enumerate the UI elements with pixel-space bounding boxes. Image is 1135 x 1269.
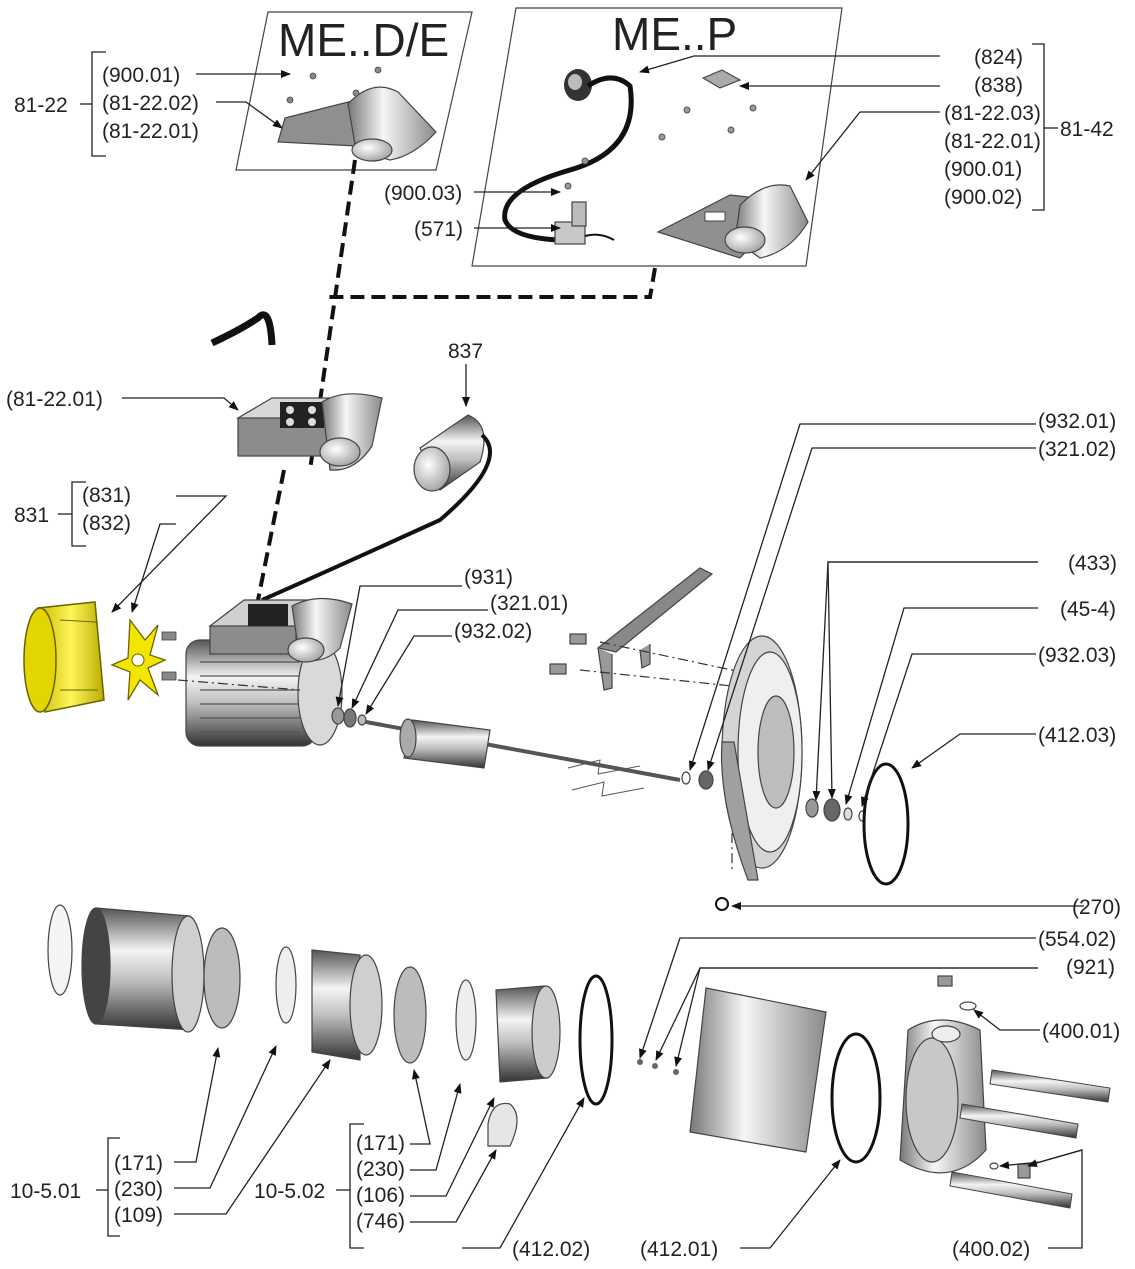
stage-10-5-01 [47, 904, 383, 1061]
me-p-frame [471, 7, 843, 267]
label-900-01-left: (900.01) [102, 64, 180, 87]
axis-bracket-b [579, 669, 733, 870]
bracket-10-5-01 [107, 1137, 120, 1237]
label-837: 837 [448, 340, 483, 363]
bearing-set-left [331, 707, 367, 728]
label-171-a: (171) [114, 1152, 163, 1175]
seal-and-rings-right [681, 762, 910, 911]
label-932-01: (932.01) [1038, 410, 1116, 433]
group-label-831: 831 [14, 504, 49, 527]
label-45-4: (45-4) [1060, 598, 1116, 621]
label-900-01-right: (900.01) [944, 158, 1022, 181]
label-81-22-01-right: (81-22.01) [944, 130, 1041, 153]
outer-sleeve [637, 987, 882, 1164]
thermal-sensor-824 [502, 69, 634, 243]
axis-fan [177, 679, 301, 691]
label-831: (831) [82, 484, 131, 507]
bracket-81-42 [1032, 43, 1045, 211]
group-label-10-5-02: 10-5.02 [254, 1180, 325, 1203]
group-label-81-42: 81-42 [1060, 118, 1114, 141]
label-900-02: (900.02) [944, 186, 1022, 209]
fan-impeller-832 [110, 618, 167, 701]
label-230-a: (230) [114, 1178, 163, 1201]
title-me-p: ME..P [612, 8, 737, 60]
bearing-bracket [720, 635, 803, 881]
label-412-01: (412.01) [640, 1238, 718, 1261]
label-932-02: (932.02) [454, 620, 532, 643]
label-400-01: (400.01) [1042, 1020, 1120, 1043]
label-321-02: (321.02) [1038, 438, 1116, 461]
label-400-02: (400.02) [952, 1238, 1030, 1261]
terminal-cover-me-p [656, 184, 809, 259]
label-433: (433) [1068, 552, 1117, 575]
label-group: 81-22 (900.01) (81-22.02) (81-22.01) 81-… [6, 46, 1121, 1261]
group-label-81-22: 81-22 [14, 94, 68, 117]
screws-me-p [564, 104, 757, 190]
bracket-10-5-02 [349, 1123, 364, 1249]
label-824: (824) [974, 46, 1023, 69]
label-109: (109) [114, 1204, 163, 1227]
me-de-frame [235, 11, 473, 171]
label-81-22-02: (81-22.02) [102, 92, 199, 115]
pump-casing [899, 975, 1111, 1209]
label-746: (746) [356, 1210, 405, 1233]
label-900-03: (900.03) [384, 182, 462, 205]
label-921: (921) [1066, 956, 1115, 979]
terminal-box [210, 311, 383, 471]
label-171-b: (171) [356, 1132, 405, 1155]
label-412-02: (412.02) [512, 1238, 590, 1261]
label-81-22-01-left: (81-22.01) [102, 120, 199, 143]
terminal-cover-me-de [277, 66, 437, 162]
title-me-de: ME..D/E [278, 14, 449, 66]
label-321-01: (321.01) [490, 592, 568, 615]
label-106: (106) [356, 1184, 405, 1207]
label-81-22-01-mid: (81-22.01) [6, 388, 103, 411]
label-554-02: (554.02) [1038, 928, 1116, 951]
motor-housing [185, 597, 353, 747]
part-838 [701, 69, 742, 89]
dash-link-right [324, 267, 657, 299]
dash-link-motor [256, 469, 286, 601]
capacitor-837 [261, 414, 492, 602]
label-270: (270) [1072, 896, 1121, 919]
support-bracket [549, 567, 714, 691]
label-412-03: (412.03) [1038, 724, 1116, 747]
clamp-571 [554, 201, 615, 245]
label-571: (571) [414, 218, 463, 241]
label-931: (931) [464, 566, 513, 589]
fan-screws [161, 631, 177, 681]
label-81-22-03: (81-22.03) [944, 102, 1041, 125]
label-832: (832) [82, 512, 131, 535]
group-label-10-5-01: 10-5.01 [10, 1180, 81, 1203]
label-838: (838) [974, 74, 1023, 97]
leader-lines [111, 55, 1084, 1249]
fan-cover-831 [23, 601, 105, 713]
label-230-b: (230) [356, 1158, 405, 1181]
label-932-03: (932.03) [1038, 644, 1116, 667]
stage-10-5-02 [393, 966, 614, 1147]
rotor-shaft [365, 718, 681, 797]
